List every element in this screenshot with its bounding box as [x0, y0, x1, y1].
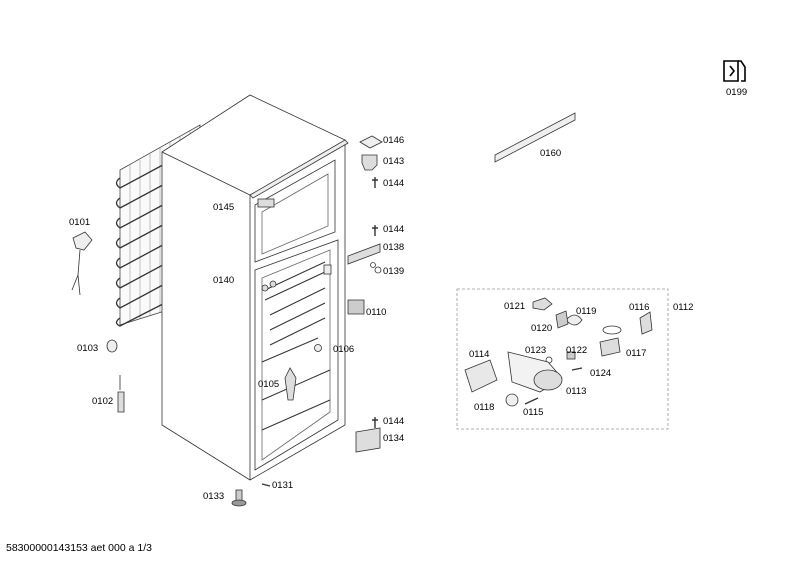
part-label-0115: 0115: [523, 407, 544, 418]
part-label-0112: 0112: [673, 302, 694, 313]
part-label-0101: 0101: [69, 217, 91, 228]
document-footer-id: 58300000143153 aet 000 a 1/3: [6, 542, 152, 554]
part-label-0138: 0138: [383, 242, 405, 253]
part-label-0143: 0143: [383, 156, 405, 167]
part-label-0120: 0120: [531, 323, 553, 334]
light-thermostat-group-box: [456, 288, 669, 430]
part-label-0139: 0139: [383, 266, 405, 277]
part-label-0124: 0124: [590, 368, 612, 379]
part-label-0117: 0117: [626, 348, 647, 359]
part-label-0160: 0160: [540, 148, 562, 159]
part-label-0144: 0144: [383, 178, 405, 189]
part-label-0103: 0103: [77, 343, 99, 354]
part-label-0140: 0140: [213, 275, 235, 286]
top-hinge-parts: [347, 135, 383, 453]
part-label-0114: 0114: [469, 349, 490, 360]
part-label-0199: 0199: [726, 87, 748, 98]
wrench-service-icon: [722, 58, 750, 84]
part-label-0106: 0106: [333, 344, 355, 355]
part-label-0118: 0118: [474, 402, 495, 413]
part-label-0121: 0121: [504, 301, 526, 312]
seal-strip: [494, 112, 576, 163]
part-label-0116: 0116: [629, 302, 650, 313]
part-label-0146: 0146: [383, 135, 405, 146]
part-label-0102: 0102: [92, 396, 114, 407]
part-label-0123: 0123: [525, 345, 547, 356]
cord-and-small-parts: [71, 231, 125, 413]
part-label-0122: 0122: [566, 345, 588, 356]
thermostat-parts: [464, 297, 653, 407]
part-label-0145: 0145: [213, 202, 235, 213]
part-label-0131: 0131: [272, 480, 294, 491]
part-label-0119: 0119: [576, 306, 597, 317]
part-label-0134: 0134: [383, 433, 405, 444]
part-label-0110: 0110: [366, 307, 387, 318]
part-label-0105: 0105: [258, 379, 280, 390]
feet-and-screws: [231, 483, 271, 507]
part-label-0113: 0113: [566, 386, 587, 397]
part-label-0144: 0144: [383, 416, 405, 427]
part-label-0133: 0133: [203, 491, 225, 502]
refrigerator-cabinet: [161, 94, 349, 481]
part-label-0144: 0144: [383, 224, 405, 235]
